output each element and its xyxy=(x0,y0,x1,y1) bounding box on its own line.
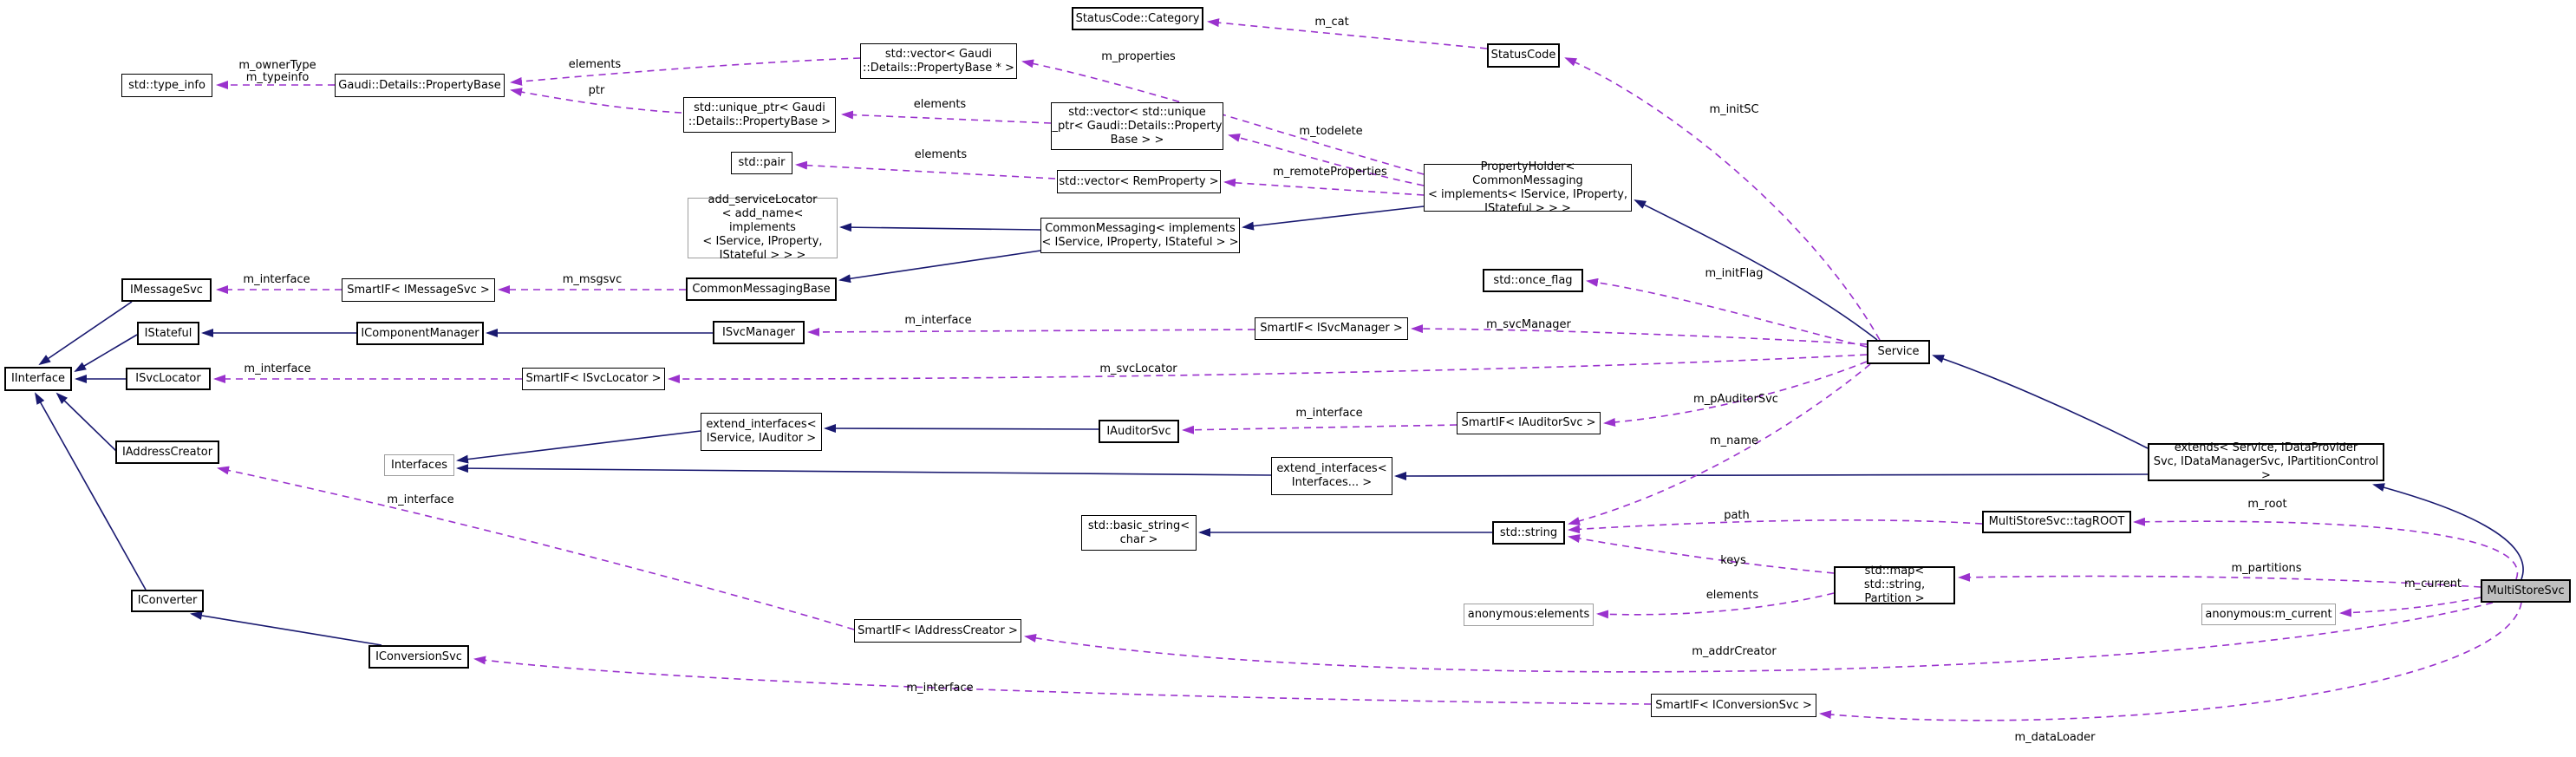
usage-edge xyxy=(1568,363,1871,525)
inheritance-edge xyxy=(1394,471,2149,480)
usage-edge xyxy=(1568,534,1835,574)
node-vec-property-base[interactable]: std::vector< Gaudi ::Details::PropertyBa… xyxy=(860,43,1017,79)
usage-edge xyxy=(841,110,1052,124)
inheritance-edge xyxy=(1932,355,2149,449)
node-add-servicelocator: add_serviceLocator < add_name< implement… xyxy=(688,193,838,262)
usage-edge xyxy=(1958,572,2481,588)
node-type-info[interactable]: std::type_info xyxy=(121,74,212,97)
node-istateful[interactable]: IStateful xyxy=(137,322,199,345)
usage-edge xyxy=(668,354,1868,384)
usage-edge xyxy=(1586,277,1868,348)
usage-edge xyxy=(473,656,1652,705)
node-property-holder[interactable]: PropertyHolder< CommonMessaging < implem… xyxy=(1424,160,1632,215)
node-std-string[interactable]: std::string xyxy=(1492,521,1565,545)
node-extif-iservice-iauditor[interactable]: extend_interfaces< IService, IAuditor > xyxy=(701,413,822,451)
inheritance-edge xyxy=(55,392,119,454)
node-common-messaging-base[interactable]: CommonMessagingBase xyxy=(686,277,837,301)
node-unique-ptr-pb[interactable]: std::unique_ptr< Gaudi ::Details::Proper… xyxy=(683,97,836,133)
usage-edge xyxy=(1207,18,1488,49)
inheritance-edge xyxy=(838,250,1041,284)
inheritance-edge xyxy=(1242,206,1425,231)
usage-edge xyxy=(1819,602,2522,721)
node-statuscode[interactable]: StatusCode xyxy=(1487,43,1560,68)
node-iauditorsvc[interactable]: IAuditorSvc xyxy=(1099,420,1179,443)
node-once-flag[interactable]: std::once_flag xyxy=(1483,269,1583,292)
usage-edge xyxy=(1568,519,1983,534)
inheritance-edge xyxy=(2372,483,2524,580)
node-extif-pack[interactable]: extend_interfaces< Interfaces... > xyxy=(1271,457,1392,495)
inheritance-edge xyxy=(456,430,701,464)
node-multistoresvc: MultiStoreSvc xyxy=(2481,579,2571,603)
node-std-map[interactable]: std::map< std::string, Partition > xyxy=(1834,564,1955,605)
node-smartif-iconversionsvc[interactable]: SmartIF< IConversionSvc > xyxy=(1651,694,1816,717)
node-isvclocator[interactable]: ISvcLocator xyxy=(126,368,211,390)
node-isvcmanager[interactable]: ISvcManager xyxy=(713,321,805,344)
node-vec-unique-ptr[interactable]: std::vector< std::unique _ptr< Gaudi::De… xyxy=(1051,102,1223,150)
usage-edge xyxy=(1182,424,1458,434)
node-smartif-isvcmanager[interactable]: SmartIF< ISvcManager > xyxy=(1255,317,1408,340)
node-smartif-isvclocator[interactable]: SmartIF< ISvcLocator > xyxy=(522,368,665,390)
node-iaddresscreator[interactable]: IAddressCreator xyxy=(115,440,219,464)
node-smartif-imessagesvc[interactable]: SmartIF< IMessageSvc > xyxy=(342,278,495,302)
node-smartif-iaddresscreator[interactable]: SmartIF< IAddressCreator > xyxy=(854,619,1021,643)
usage-edge xyxy=(510,57,861,86)
usage-edge xyxy=(2133,517,2519,580)
inheritance-edge xyxy=(456,464,1272,476)
usage-edge xyxy=(217,466,855,630)
node-statuscode-category[interactable]: StatusCode::Category xyxy=(1072,7,1203,30)
usage-edge xyxy=(1223,178,1425,196)
node-iconversionsvc[interactable]: IConversionSvc xyxy=(368,645,469,669)
node-vec-remproperty[interactable]: std::vector< RemProperty > xyxy=(1057,170,1221,193)
usage-edge xyxy=(1564,57,1881,341)
usage-edge xyxy=(1603,361,1868,427)
inheritance-edge xyxy=(1634,199,1878,341)
usage-edge xyxy=(510,88,682,114)
inheritance-edge xyxy=(35,392,147,591)
node-tagroot[interactable]: MultiStoreSvc::tagROOT xyxy=(1982,511,2131,533)
node-iinterface[interactable]: IInterface xyxy=(4,367,72,391)
node-extends-box[interactable]: extends< Service, IDataProvider Svc, IDa… xyxy=(2148,441,2384,482)
node-anon-elements: anonymous:elements xyxy=(1464,604,1594,626)
usage-edge xyxy=(1024,602,2494,673)
usage-edge xyxy=(1228,134,1425,186)
inheritance-edge xyxy=(824,424,1099,434)
inheritance-edge xyxy=(74,334,138,373)
node-smartif-iauditorsvc[interactable]: SmartIF< IAuditorSvc > xyxy=(1457,412,1601,434)
node-imessagesvc[interactable]: IMessageSvc xyxy=(121,278,212,302)
node-interfaces: Interfaces xyxy=(384,454,454,476)
usage-edge xyxy=(795,160,1056,179)
node-common-messaging[interactable]: CommonMessaging< implements < IService, … xyxy=(1040,218,1240,253)
node-basic-string[interactable]: std::basic_string< char > xyxy=(1081,515,1197,551)
node-property-base[interactable]: Gaudi::Details::PropertyBase xyxy=(335,74,505,97)
node-icomponentmanager[interactable]: IComponentManager xyxy=(356,322,484,345)
inheritance-edge xyxy=(38,301,133,366)
node-service[interactable]: Service xyxy=(1867,340,1930,364)
node-iconverter[interactable]: IConverter xyxy=(131,590,204,612)
usage-edge xyxy=(1596,592,1835,619)
inheritance-edge xyxy=(190,611,382,646)
node-anon-m-current: anonymous:m_current xyxy=(2201,604,2336,625)
usage-edge xyxy=(807,327,1255,336)
usage-edge xyxy=(2339,597,2481,617)
usage-edge xyxy=(1411,324,1868,345)
node-std-pair[interactable]: std::pair xyxy=(731,152,792,174)
inheritance-edge xyxy=(839,223,1041,232)
